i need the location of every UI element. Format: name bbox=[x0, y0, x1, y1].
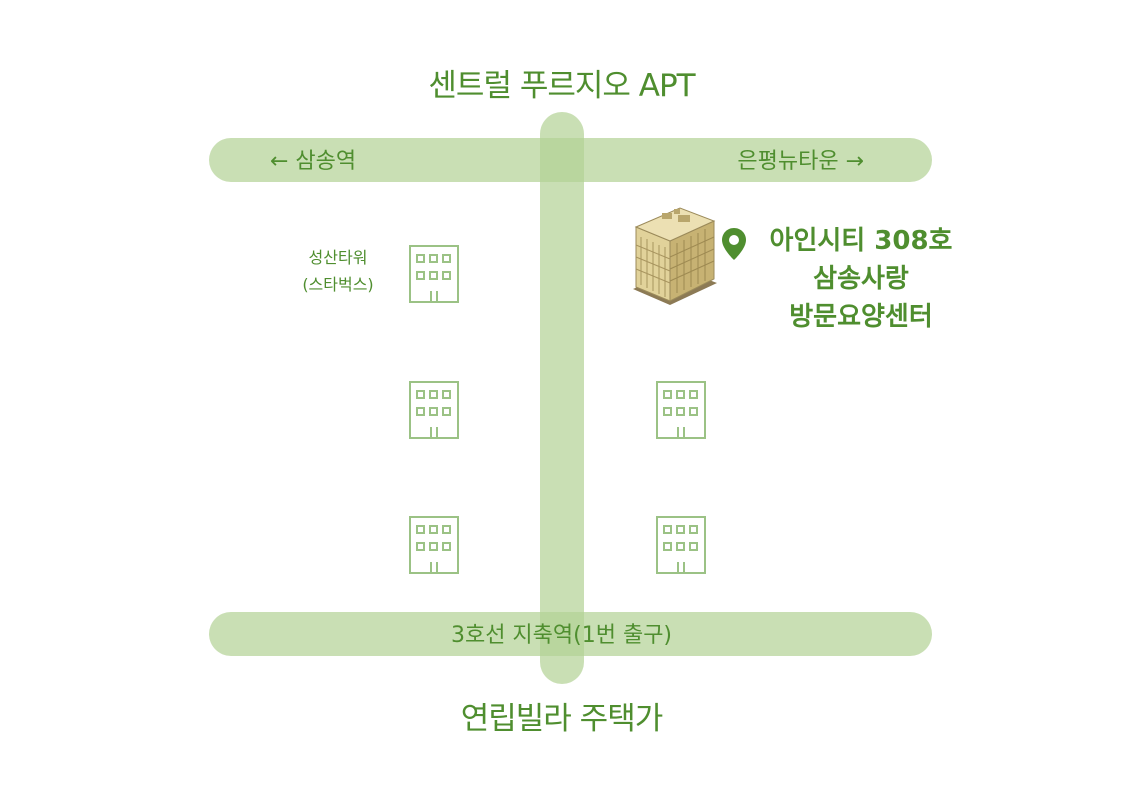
vertical-road bbox=[540, 112, 584, 684]
building-icon bbox=[656, 381, 706, 439]
landmark-name: 성산타워 bbox=[308, 248, 368, 267]
building-icon bbox=[409, 245, 459, 303]
building-icon bbox=[409, 516, 459, 574]
destination-name-line2: 방문요양센터 bbox=[789, 302, 933, 332]
north-landmark-label: 센트럴 푸르지오 APT bbox=[428, 68, 695, 104]
destination-label: 아인시티 308호 삼송사랑 방문요양센터 bbox=[751, 222, 971, 336]
top-road-left-label: ← 삼송역 bbox=[270, 149, 357, 174]
destination-address: 아인시티 308호 bbox=[769, 226, 953, 256]
bottom-road-label: 3호선 지축역(1번 출구) bbox=[450, 623, 673, 648]
building-icon bbox=[409, 381, 459, 439]
building-icon bbox=[656, 516, 706, 574]
landmark-tenant: (스타벅스) bbox=[302, 275, 374, 294]
south-landmark-label: 연립빌라 주택가 bbox=[460, 701, 664, 737]
landmark-label: 성산타워 (스타벅스) bbox=[288, 244, 388, 298]
destination-building-icon bbox=[633, 207, 717, 305]
top-road-right-label: 은평뉴타운 → bbox=[737, 149, 864, 174]
destination-name-line1: 삼송사랑 bbox=[813, 264, 909, 294]
map-pin-icon bbox=[722, 228, 746, 260]
